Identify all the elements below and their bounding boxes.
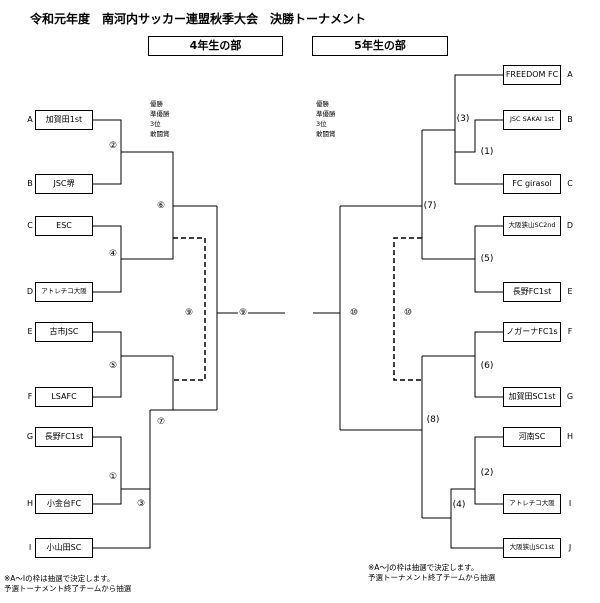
- footnote: ※A～Iの枠は抽選で決定します。 予選トーナメント終了チームから抽選: [4, 574, 131, 594]
- team-box: JSC SAKAI 1st: [503, 110, 561, 130]
- team-box: 加賀田1st: [35, 110, 93, 130]
- match-number: (5): [479, 254, 495, 264]
- match-number: (8): [425, 415, 441, 425]
- slot-label-h: H: [566, 432, 573, 441]
- team-box: 長野FC1st: [35, 427, 93, 447]
- slot-label-b: B: [27, 179, 33, 188]
- footnote-line: 予選トーナメント終了チームから抽選: [368, 573, 496, 582]
- legend-item: 優勝: [316, 100, 329, 108]
- slot-label-d: D: [26, 287, 34, 296]
- match-number: ⑩: [348, 308, 360, 318]
- team-box: FREEDOM FC: [503, 65, 561, 85]
- team-box: JSC堺: [35, 174, 93, 194]
- match-number: (4): [451, 500, 467, 510]
- awards-legend: 優勝 準優勝 3位 敢闘賞: [150, 99, 170, 139]
- slot-label-i: I: [28, 543, 32, 552]
- team-box: 古市JSC: [35, 322, 93, 342]
- match-number: ⑩: [402, 308, 414, 318]
- slot-label-f: F: [567, 327, 573, 336]
- team-box: ESC: [35, 216, 93, 236]
- team-box: ノガーナFC1s: [503, 322, 561, 342]
- footnote-line: ※A～Jの枠は抽選で決定します。: [368, 563, 479, 572]
- footnote: ※A～Jの枠は抽選で決定します。 予選トーナメント終了チームから抽選: [368, 563, 495, 583]
- page-title: 令和元年度 南河内サッカー連盟秋季大会 決勝トーナメント: [30, 12, 367, 26]
- match-number: ①: [107, 472, 119, 482]
- slot-label-d: D: [566, 221, 574, 230]
- match-number: ⑤: [107, 361, 119, 371]
- legend-item: 敢闘賞: [316, 130, 336, 138]
- match-number: (3): [455, 114, 471, 124]
- legend-item: 3位: [150, 120, 161, 128]
- slot-label-a: A: [27, 115, 33, 124]
- match-number: ⑥: [155, 201, 167, 211]
- slot-label-c: C: [27, 221, 33, 230]
- legend-item: 準優勝: [150, 110, 170, 118]
- slot-label-b: B: [567, 115, 573, 124]
- team-box: アトレチコ大阪: [35, 282, 93, 302]
- slot-label-e: E: [567, 287, 573, 296]
- team-box: 加賀田SC1st: [503, 387, 561, 407]
- match-number: ⑨: [237, 308, 249, 318]
- team-box: 長野FC1st: [503, 282, 561, 302]
- slot-label-g: G: [26, 432, 34, 441]
- footnote-line: ※A～Iの枠は抽選で決定します。: [4, 574, 115, 583]
- slot-label-g: G: [566, 392, 574, 401]
- match-number: (6): [479, 361, 495, 371]
- slot-label-h: H: [26, 499, 33, 508]
- footnote-line: 予選トーナメント終了チームから抽選: [4, 584, 132, 593]
- match-number: (7): [422, 201, 438, 211]
- match-number: ②: [107, 141, 119, 151]
- team-box: 大阪狭山SC1st: [503, 538, 561, 558]
- slot-label-i: I: [568, 499, 572, 508]
- match-number: (1): [479, 147, 495, 157]
- team-box: 河南SC: [503, 427, 561, 447]
- match-number: ⑦: [155, 417, 167, 427]
- awards-legend: 優勝 準優勝 3位 敢闘賞: [316, 99, 336, 139]
- slot-label-e: E: [27, 327, 33, 336]
- bracket-header-4th-grade: 4年生の部: [148, 36, 283, 56]
- legend-item: 3位: [316, 120, 327, 128]
- team-box: 小金台FC: [35, 494, 93, 514]
- slot-label-j: J: [568, 543, 572, 552]
- legend-item: 敢闘賞: [150, 130, 170, 138]
- legend-item: 優勝: [150, 100, 163, 108]
- slot-label-a: A: [567, 70, 573, 79]
- slot-label-c: C: [567, 179, 573, 188]
- team-box: 小山田SC: [35, 538, 93, 558]
- team-box: アトレチコ大阪: [503, 494, 561, 514]
- team-box: 大阪狭山SC2nd: [503, 216, 561, 236]
- match-number: ④: [107, 249, 119, 259]
- match-number: ③: [135, 499, 147, 509]
- match-number: ⑨: [183, 308, 195, 318]
- team-box: FC girasol: [503, 174, 561, 194]
- slot-label-f: F: [27, 392, 33, 401]
- bracket-header-5th-grade: 5年生の部: [312, 36, 448, 56]
- legend-item: 準優勝: [316, 110, 336, 118]
- match-number: (2): [479, 468, 495, 478]
- team-box: LSAFC: [35, 387, 93, 407]
